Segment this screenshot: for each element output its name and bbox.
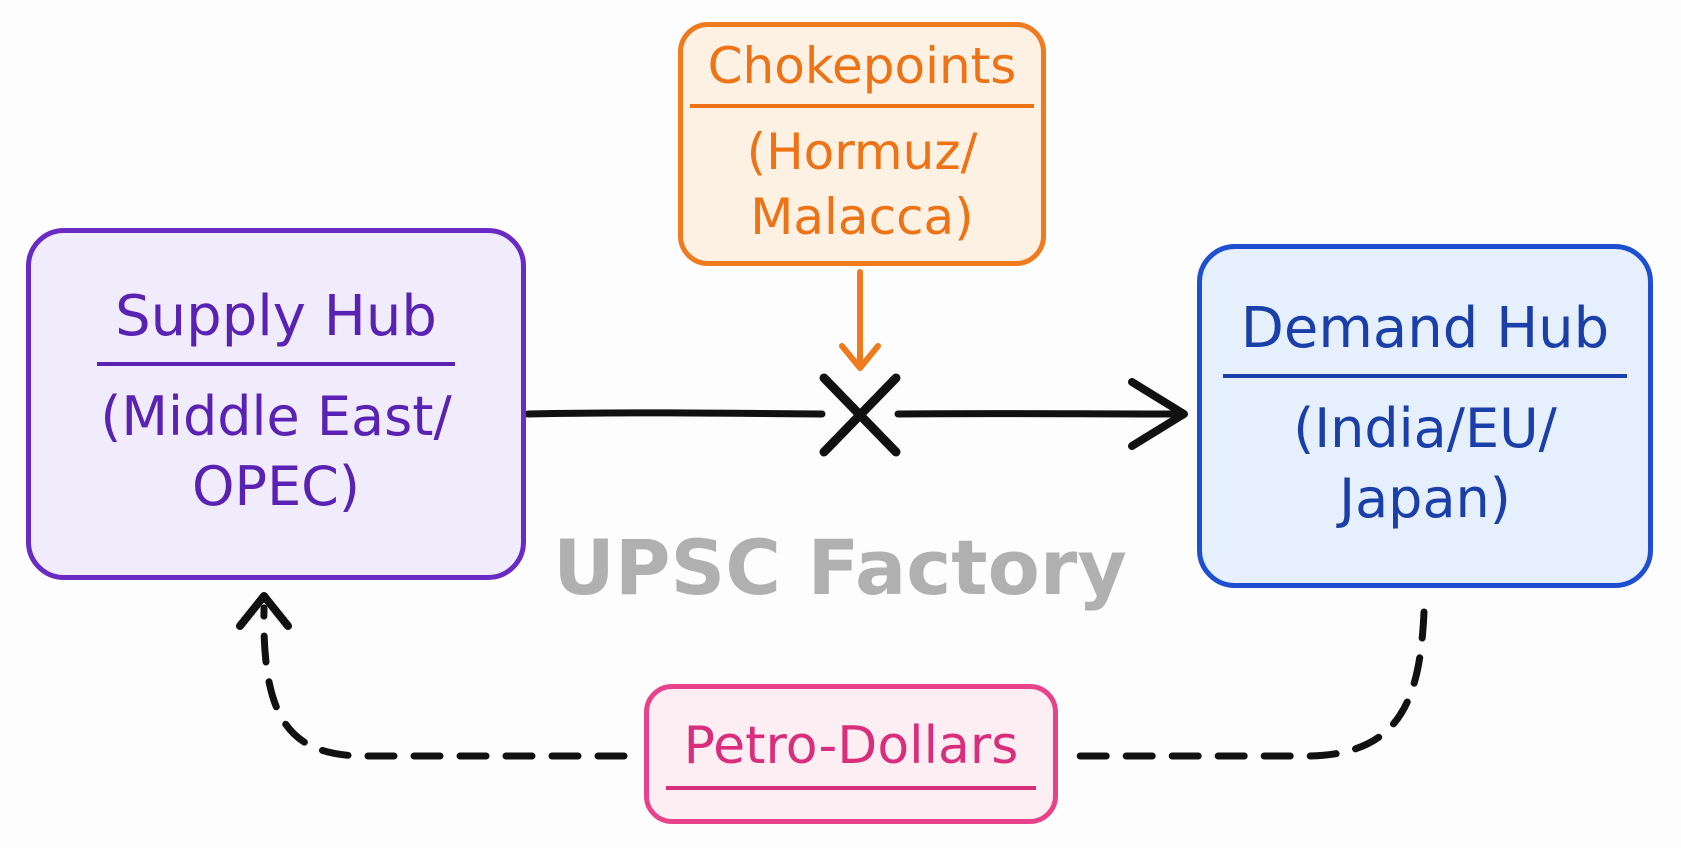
x-mark-stroke-2 [819, 373, 901, 457]
petro-dollars-title: Petro-Dollars [665, 718, 1037, 790]
flow-line-left [524, 409, 826, 418]
dashed-return-left [260, 604, 628, 760]
demand-hub-subtitle: (India/EU/ Japan) [1293, 396, 1557, 530]
chokepoints-box: Chokepoints (Hormuz/ Malacca) [678, 22, 1046, 266]
flow-arrowhead [1128, 378, 1188, 450]
supply-hub-title: Supply Hub [97, 286, 455, 366]
demand-hub-title: Demand Hub [1222, 298, 1628, 378]
x-mark-icon [819, 373, 901, 457]
choke-arrow-head [839, 343, 881, 371]
demand-hub-box: Demand Hub (India/EU/ Japan) [1197, 244, 1653, 588]
supply-hub-subtitle: (Middle East/ OPEC) [100, 384, 452, 518]
chokepoints-subtitle: (Hormuz/ Malacca) [746, 122, 978, 246]
supply-hub-box: Supply Hub (Middle East/ OPEC) [26, 228, 526, 580]
chokepoints-title: Chokepoints [689, 38, 1035, 108]
dashed-return-right [1072, 608, 1428, 760]
return-arrowhead [236, 592, 292, 630]
watermark-text: UPSC Factory [553, 523, 1127, 612]
petro-dollars-box: Petro-Dollars [644, 684, 1058, 824]
